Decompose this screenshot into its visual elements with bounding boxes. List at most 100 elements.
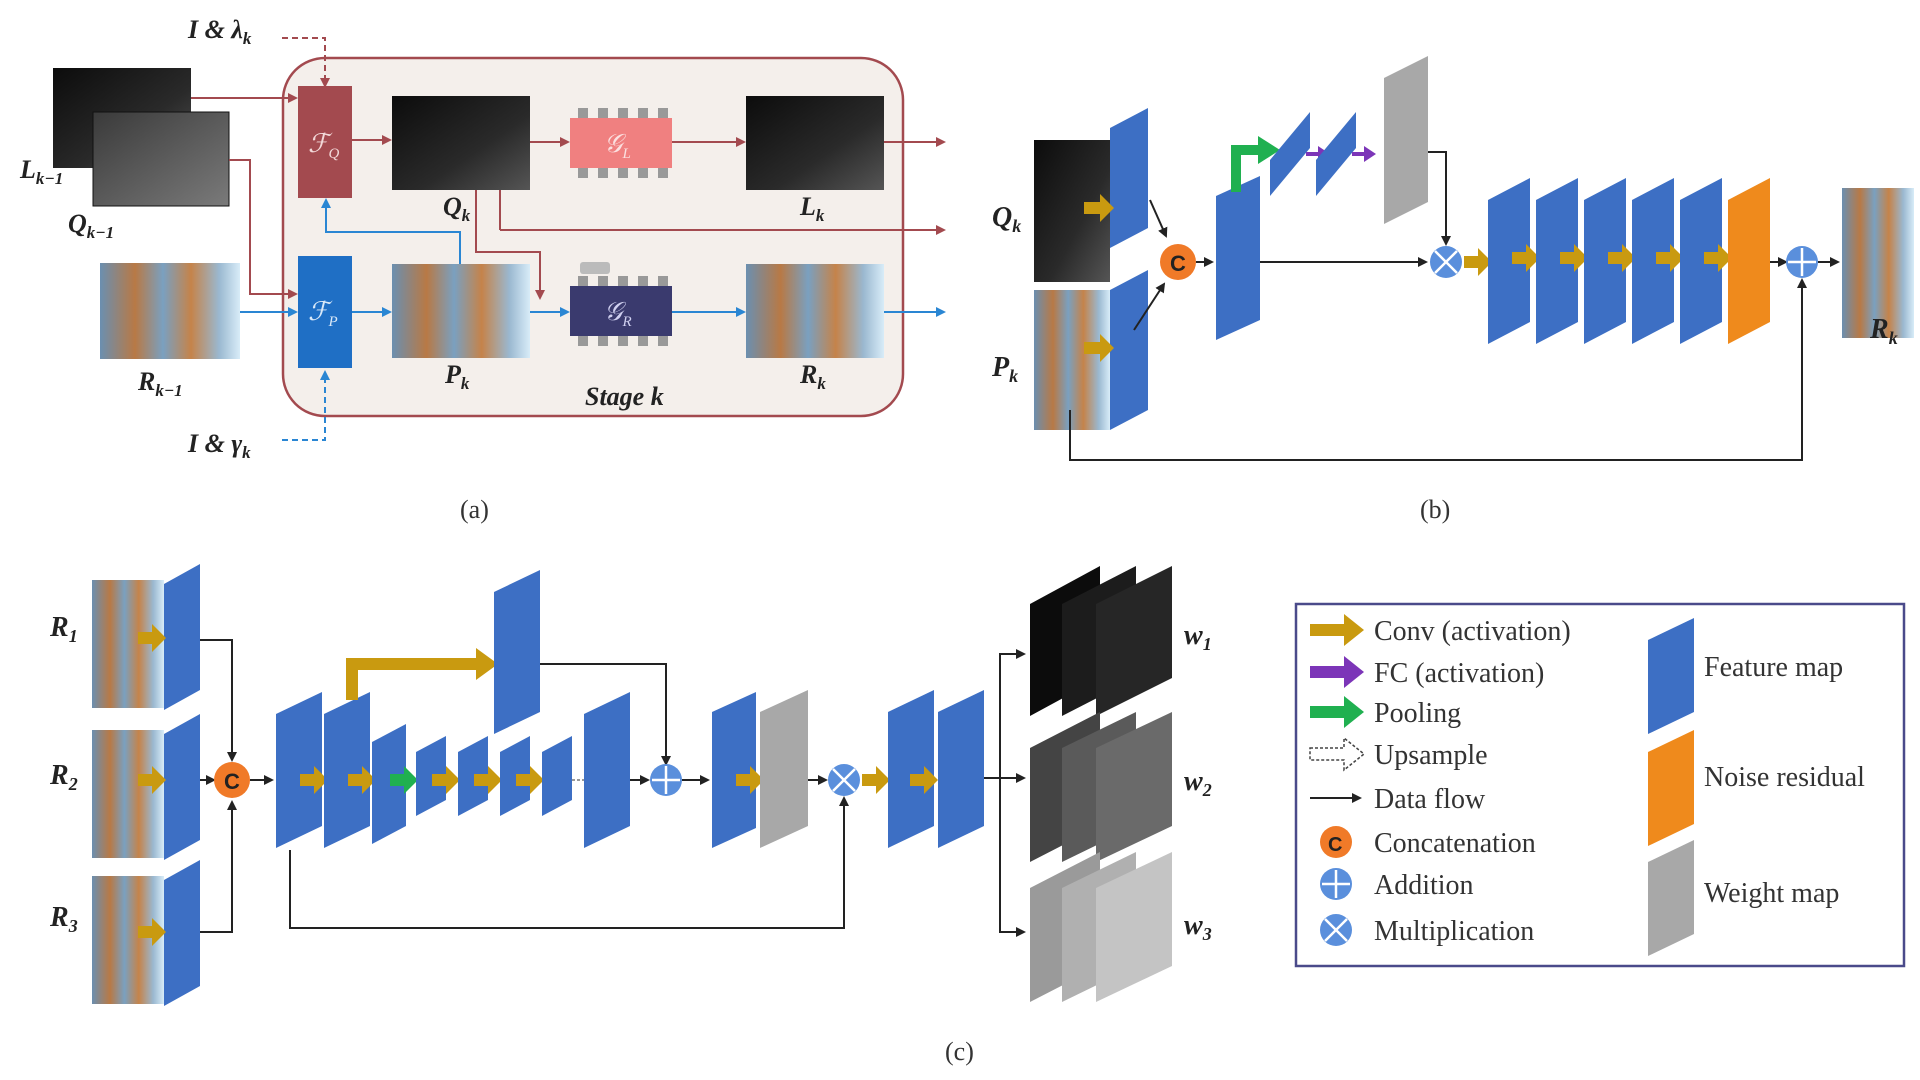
rk-output-image <box>1842 188 1914 338</box>
r2-feature-map <box>164 714 200 860</box>
svg-text:Data flow: Data flow <box>1374 784 1486 815</box>
fc-arrow <box>1352 146 1376 162</box>
encoder-stack <box>276 692 630 848</box>
q-to-concat-arrow <box>1149 199 1168 238</box>
encoder-skip-to-mult <box>289 796 849 929</box>
svg-text:C: C <box>1328 834 1342 856</box>
fp-module <box>298 256 352 368</box>
legend-noise-residual: Noise residual <box>1648 730 1865 846</box>
pk-to-fq-arrow <box>321 198 461 264</box>
legend: Conv (activation) FC (activation) Poolin… <box>1294 602 1906 968</box>
legend-pooling: Pooling <box>1310 696 1461 729</box>
svg-text:𝒢L: 𝒢L <box>604 129 631 162</box>
conv-stack-b <box>1488 178 1770 344</box>
p-to-concat-arrow <box>1133 282 1166 331</box>
skip-feature-map <box>494 570 540 734</box>
conv-skip-arrow-head <box>476 648 498 680</box>
panel-a: Lk−1 Qk−1 Rk−1 I & λk I & γk ℱQ ℱP Qk <box>19 15 946 524</box>
legend-concat: C Concatenation <box>1320 826 1536 859</box>
r3-label: R3 <box>49 902 78 936</box>
r-k-label: Rk <box>799 360 826 393</box>
add-op-b <box>1786 246 1818 278</box>
fq-module <box>298 86 352 198</box>
out-to-w3-arrow <box>999 778 1026 937</box>
qk-label-b: Qk <box>992 202 1021 236</box>
mult-op-b <box>1430 246 1462 278</box>
q-k-image <box>392 96 530 190</box>
fc-feature-2 <box>1316 112 1356 196</box>
i-lambda-label: I & λk <box>187 15 252 48</box>
conv-arrow <box>1084 334 1114 362</box>
r3-to-concat-arrow <box>200 800 237 933</box>
r1-to-concat-arrow <box>200 639 237 762</box>
r2-image <box>92 730 164 858</box>
weight-map-b <box>1384 56 1428 224</box>
pk-input-image <box>1034 290 1110 430</box>
feature-map <box>712 692 756 848</box>
legend-box <box>1294 602 1906 968</box>
mult-op-c <box>828 764 860 796</box>
w2-label: w2 <box>1184 766 1212 800</box>
conv-arrow <box>736 766 764 794</box>
svg-text:Conv (activation): Conv (activation) <box>1374 616 1571 647</box>
noise-residual-b <box>1728 178 1770 344</box>
caption-b: (b) <box>1420 495 1450 524</box>
panel-c: R1 R2 R3 C <box>49 564 1212 1066</box>
concat-op-c <box>214 762 250 798</box>
legend-dataflow: Data flow <box>1310 784 1486 815</box>
weight-to-mult-arrow <box>1428 151 1451 246</box>
stage-label: Stage k <box>585 382 664 411</box>
out-to-w1-arrow <box>984 649 1026 779</box>
q-to-fp-arrow <box>229 159 298 299</box>
p-k-label: Pk <box>444 360 470 393</box>
conv-arrow <box>1084 194 1114 222</box>
w3-maps <box>1030 852 1172 1002</box>
pool-arrow <box>1231 145 1262 192</box>
r3-feature-map <box>164 860 200 1006</box>
svg-text:Upsample: Upsample <box>1374 740 1488 771</box>
conv-skip-arrow <box>346 658 480 700</box>
rk-label-b: Rk <box>1869 314 1898 348</box>
conv-arrow <box>138 624 166 652</box>
add-op-c <box>650 764 682 796</box>
conv-arrow <box>862 766 890 794</box>
conv-arrow <box>138 766 166 794</box>
w2-maps <box>1030 712 1172 862</box>
p-k-image <box>392 264 530 358</box>
gr-module: 𝒢R <box>570 262 672 346</box>
svg-text:Pooling: Pooling <box>1374 698 1461 729</box>
pool-arrow-head <box>1258 136 1280 164</box>
qk-feature-map <box>1110 108 1148 248</box>
q-k-label: Qk <box>443 192 471 225</box>
weight-map-c <box>760 690 808 848</box>
conv-arrow <box>1464 248 1492 276</box>
svg-text:FC (activation): FC (activation) <box>1374 658 1544 689</box>
skip-to-add-arrow <box>540 663 671 766</box>
caption-c: (c) <box>945 1037 974 1066</box>
r1-label: R1 <box>49 612 78 646</box>
legend-fc: FC (activation) <box>1310 656 1544 689</box>
caption-a: (a) <box>460 495 489 524</box>
concat-label-c: C <box>224 769 240 794</box>
legend-conv: Conv (activation) <box>1310 614 1571 647</box>
r-prev-label: Rk−1 <box>137 367 183 400</box>
r2-label: R2 <box>49 760 78 794</box>
panel-b: Qk Pk C <box>991 56 1914 524</box>
qk-to-gr-arrow <box>475 190 545 300</box>
legend-feature-map: Feature map <box>1648 618 1843 734</box>
w3-label: w3 <box>1184 910 1212 944</box>
l-k-label: Lk <box>799 192 825 225</box>
fc-feature-1 <box>1270 112 1310 196</box>
r-k-image <box>746 264 884 358</box>
output-stack <box>888 690 984 848</box>
concat-op <box>1160 244 1196 280</box>
l-k-image <box>746 96 884 190</box>
gl-module: 𝒢L <box>570 108 672 178</box>
w1-maps <box>1030 566 1172 716</box>
pk-label-b: Pk <box>991 352 1018 386</box>
lambda-arrow <box>282 37 330 88</box>
svg-text:Addition: Addition <box>1374 870 1474 901</box>
decoder-feature-map <box>584 692 630 848</box>
svg-text:Feature map: Feature map <box>1704 652 1843 683</box>
